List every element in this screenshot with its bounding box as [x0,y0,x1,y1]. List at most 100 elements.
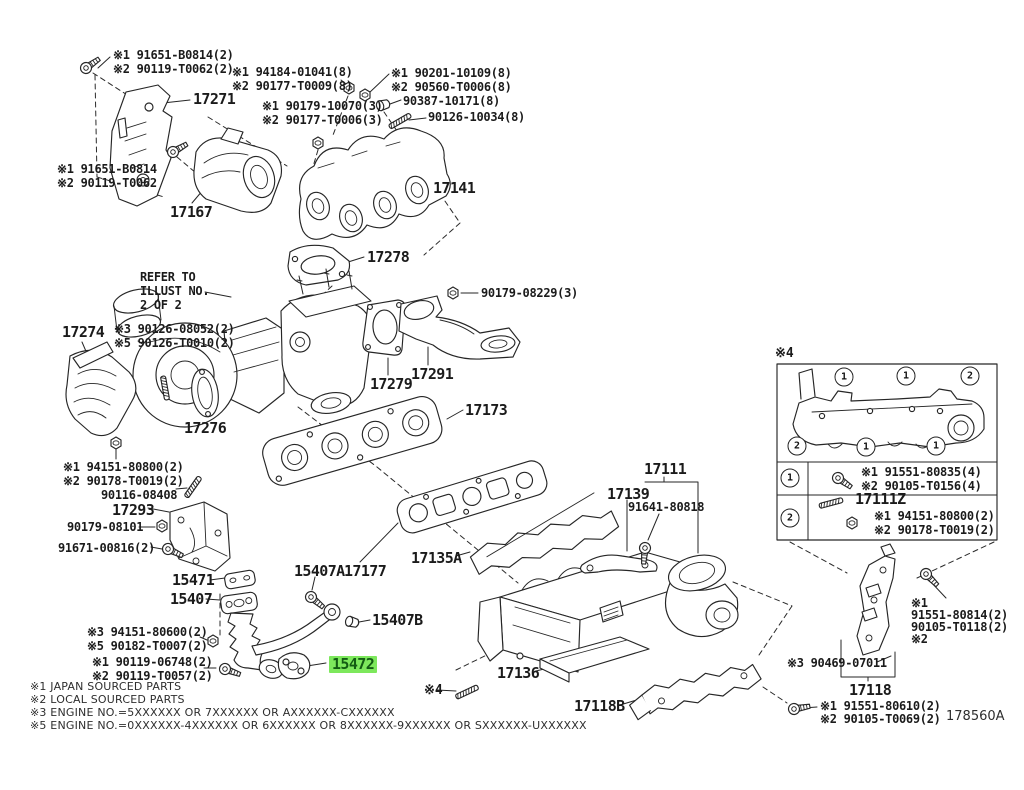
part-label-90105-t0069[interactable]: ※2 90105-T0069(2) [820,712,941,726]
exhaust-gasket-17173 [262,396,443,486]
part-label-91551-80610[interactable]: ※1 91551-80610(2) [820,699,941,713]
part-label-15472[interactable]: 15472 [329,656,378,673]
gasket-17279 [362,299,406,356]
part-label-17278[interactable]: 17278 [367,248,410,266]
part-label-90469-07011[interactable]: ※3 90469-07011 [787,656,887,670]
part-label-15407b[interactable]: 15407B [372,611,423,629]
part-label-90201-10109[interactable]: ※1 90201-10109(8) [391,66,512,80]
part-label-90387-10171[interactable]: 90387-10171(8) [403,94,500,108]
figure-code: 178560A [946,709,1005,724]
part-label-90179-08101[interactable]: 90179-08101 [67,520,144,534]
part-label-17173[interactable]: 17173 [465,401,508,419]
bracket-17118 [856,543,896,656]
part-label-90116-08408[interactable]: 90116-08408 [101,488,178,502]
part-label-91651-b0814-b1[interactable]: ※1 91651-B0814 [57,162,157,176]
part-label-mark1-right: ※1 [911,596,928,610]
part-label-refer-1: REFER TO [140,270,196,284]
part-label-17274[interactable]: 17274 [62,323,105,341]
part-label-90119-t0062-a2[interactable]: ※2 90119-T0062(2) [113,62,234,76]
footnote-engine-no-5: ※5 ENGINE NO.=0XXXXXX-4XXXXXX OR 6XXXXXX… [30,719,587,732]
cylinder-head-cover-drawing [792,368,985,449]
part-label-17167[interactable]: 17167 [170,203,213,221]
part-label-94151-80800[interactable]: ※1 94151-80800(2) [63,460,184,474]
part-label-90119-06748[interactable]: ※1 90119-06748(2) [92,655,213,669]
part-label-90126-10034[interactable]: 90126-10034(8) [428,110,525,124]
outlet-elbow-17291 [398,295,521,360]
part-label-90119-t0057[interactable]: ※2 90119-T0057(2) [92,669,213,683]
part-label-17279[interactable]: 17279 [370,375,413,393]
part-label-15407[interactable]: 15407 [170,590,213,608]
part-label-17118b[interactable]: 17118B [574,697,625,715]
footnote-engine-no-3: ※3 ENGINE NO.=5XXXXXX OR 7XXXXXX OR AXXX… [30,706,395,719]
part-label-90178-t0019-b[interactable]: ※2 90178-T0019(2) [874,523,995,537]
bracket-17139 [579,554,658,574]
footnote-local-sourced: ※2 LOCAL SOURCED PARTS [30,693,185,706]
part-label-17118[interactable]: 17118 [849,681,892,699]
part-label-mark2-right: ※2 [911,632,928,646]
insulator-17136 [539,636,650,683]
part-label-91641-80818[interactable]: 91641-80818 [628,500,705,514]
part-label-17111[interactable]: 17111 [644,460,687,478]
part-label-17136[interactable]: 17136 [497,664,540,682]
exhaust-manifold-17141 [298,127,451,240]
converter-insulator-17167 [193,127,283,213]
part-label-90182-t0007[interactable]: ※5 90182-T0007(2) [87,639,208,653]
insulator-17135a [469,492,620,575]
gasket-15472-part [277,652,311,680]
gasket-ring-17276 [191,368,219,418]
part-label-17135a[interactable]: 17135A [411,549,462,567]
part-label-90119-t0062-b2[interactable]: ※2 90119-T0062 [57,176,157,190]
intake-manifold-17111 [477,551,739,673]
gasket-15471 [224,569,256,590]
insulator-17118b [629,663,762,721]
part-label-refer-2: ILLUST NO. [140,284,210,298]
callout-circle-1-5: 1 [926,436,946,456]
part-label-94151-80800-b[interactable]: ※1 94151-80800(2) [874,509,995,523]
part-label-90179-08229[interactable]: 90179-08229(3) [481,286,578,300]
part-label-90126-t0010[interactable]: ※5 90126-T0010(2) [114,336,235,350]
intake-gasket-17177 [396,460,548,534]
part-label-mark4-inset: ※4 [775,346,794,361]
part-label-90560-t0006[interactable]: ※2 90560-T0006(8) [391,80,512,94]
footnote-japan-sourced: ※1 JAPAN SOURCED PARTS [30,680,182,693]
part-label-17271[interactable]: 17271 [193,90,236,108]
part-label-90178-t0019[interactable]: ※2 90178-T0019(2) [63,474,184,488]
part-label-91671-00816[interactable]: 91671-00816(2) [58,541,155,555]
part-label-91551-80814[interactable]: 91551-80814(2) [911,608,1008,622]
part-label-17293[interactable]: 17293 [112,501,155,519]
heat-shield-17271 [109,84,173,207]
part-label-90179-10070[interactable]: ※1 90179-10070(3) [262,99,383,113]
part-label-17177[interactable]: 17177 [344,562,387,580]
callout-circle-2-7: 2 [780,508,800,528]
part-label-90177-t0009[interactable]: ※2 90177-T0009(8) [232,79,353,93]
part-label-15471[interactable]: 15471 [172,571,215,589]
egr-pipe-15407 [220,591,341,679]
part-label-15407a[interactable]: 15407A [294,562,345,580]
part-label-90105-t0118[interactable]: 90105-T0118(2) [911,620,1008,634]
callout-circle-1-6: 1 [780,468,800,488]
footnotes: ※1 JAPAN SOURCED PARTS ※2 LOCAL SOURCED … [30,680,587,732]
part-label-90177-t0006[interactable]: ※2 90177-T0006(3) [262,113,383,127]
part-label-94151-80600[interactable]: ※3 94151-80600(2) [87,625,208,639]
part-label-90105-t0156[interactable]: ※2 90105-T0156(4) [861,479,982,493]
callout-circle-1-1: 1 [896,366,916,386]
part-label-17139[interactable]: 17139 [607,485,650,503]
part-label-17276[interactable]: 17276 [184,419,227,437]
inset-detail-box [776,363,998,541]
bracket-17293 [169,501,231,572]
part-label-91551-80835[interactable]: ※1 91551-80835(4) [861,465,982,479]
callout-circle-2-2: 2 [960,366,980,386]
part-label-90126-08052[interactable]: ※3 90126-08052(2) [114,322,235,336]
part-label-17111z[interactable]: 17111Z [855,490,906,508]
part-label-refer-3: 2 OF 2 [140,298,182,312]
part-label-mark4-footer: ※4 [424,683,443,698]
callout-circle-1-0: 1 [834,367,854,387]
part-label-91651-b0814-a1[interactable]: ※1 91651-B0814(2) [113,48,234,62]
part-label-94184-01041[interactable]: ※1 94184-01041(8) [232,65,353,79]
part-label-17291[interactable]: 17291 [411,365,454,383]
callout-circle-1-4: 1 [856,437,876,457]
part-label-17141[interactable]: 17141 [433,179,476,197]
